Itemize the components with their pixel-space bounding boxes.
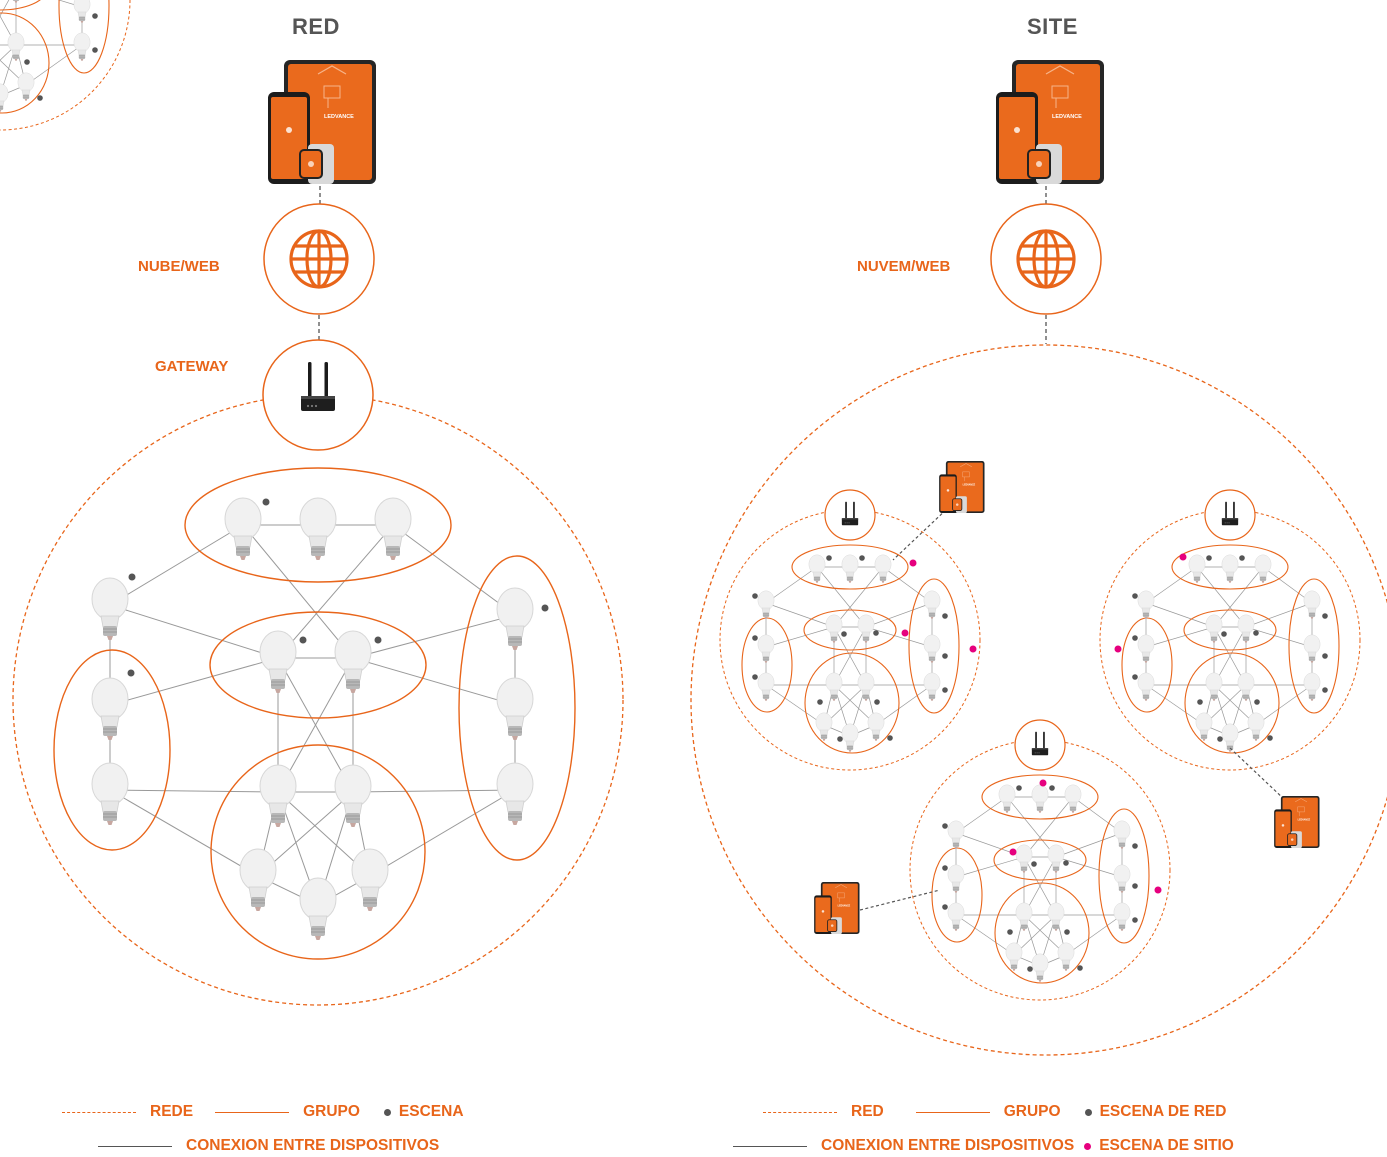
light-bulb-icon	[334, 630, 372, 694]
group-middle	[209, 611, 427, 719]
light-bulb-icon	[224, 497, 262, 561]
site-scene-dot	[1114, 645, 1122, 653]
left-diagram	[12, 59, 624, 1006]
legend-scene: ESCENA	[398, 1103, 464, 1120]
legend-connection: CONEXION ENTRE DISPOSITIVOS	[186, 1137, 440, 1154]
legend-network: REDE	[150, 1103, 194, 1120]
legend-row-2: CONEXION ENTRE DISPOSITIVOS ESCENA DE SI…	[733, 1137, 1234, 1155]
scene-dot	[128, 573, 136, 581]
scene-dot	[299, 636, 307, 644]
legend-site-scene: ESCENA DE SITIO	[1099, 1137, 1234, 1154]
legend-connection: CONEXION ENTRE DISPOSITIVOS	[821, 1137, 1075, 1154]
subnet	[0, 0, 131, 131]
subnet-top-left	[720, 490, 980, 770]
group-top	[184, 467, 452, 583]
scene-dots	[127, 498, 549, 677]
gateway-circle	[262, 339, 374, 451]
site-scene-dot	[909, 559, 917, 567]
scene-dot-swatch	[383, 1108, 391, 1116]
devices-tablet-phone-watch-icon	[1273, 795, 1320, 849]
scene-dot	[541, 604, 549, 612]
legend-row-2: CONEXION ENTRE DISPOSITIVOS	[98, 1137, 439, 1155]
left-title: RED	[292, 14, 340, 39]
site-scene-dot-swatch	[1084, 1142, 1092, 1150]
light-bulb-icon	[239, 848, 277, 912]
legend-network: RED	[851, 1103, 884, 1120]
site-scene-dot	[901, 629, 909, 637]
globe-icon	[289, 229, 349, 289]
legend-group: GRUPO	[303, 1103, 360, 1120]
legend-row-1: RED GRUPO ESCENA DE RED	[763, 1103, 1226, 1121]
scene-dot-swatch	[1084, 1108, 1092, 1116]
light-bulb-icon	[374, 497, 412, 561]
site-scene-dot	[1009, 848, 1017, 856]
cloud-label: NUBE/WEB	[138, 258, 220, 275]
devices-tablet-phone-watch-icon	[938, 460, 985, 514]
light-bulb-icon	[351, 848, 389, 912]
light-bulb-icon	[299, 877, 337, 941]
devices-tablet-phone-watch-icon	[267, 59, 377, 185]
site-scene-dot	[1039, 779, 1047, 787]
groups	[53, 467, 576, 960]
network-line-swatch	[62, 1111, 136, 1113]
light-bulb-icon	[496, 762, 534, 826]
site-scene-dot	[1154, 886, 1162, 894]
right-title: SITE	[1027, 14, 1078, 39]
scene-dot	[127, 669, 135, 677]
light-bulb-icon	[91, 762, 129, 826]
group-line-swatch	[915, 1111, 990, 1113]
site-boundary	[690, 344, 1387, 1056]
site-scene-dot	[1179, 553, 1187, 561]
group-line-swatch	[215, 1111, 290, 1113]
light-bulb-icon	[334, 764, 372, 828]
group-left	[53, 649, 171, 851]
light-bulb-icon	[91, 677, 129, 741]
legend-scene: ESCENA DE RED	[1099, 1103, 1227, 1120]
subnet-bottom	[910, 720, 1170, 1000]
connection-line-swatch	[98, 1145, 172, 1147]
group-bottom	[210, 744, 426, 960]
light-bulb-icon	[91, 577, 129, 641]
globe-icon	[1016, 229, 1076, 289]
subnet-top-right	[1100, 490, 1360, 770]
right-diagram	[0, 0, 1387, 1056]
light-bulb-icon	[496, 677, 534, 741]
connection-line-swatch	[733, 1145, 807, 1147]
light-bulb-icon	[259, 630, 297, 694]
group-right	[458, 555, 576, 861]
device-links	[859, 505, 1286, 911]
site-scene-dots	[901, 553, 1187, 894]
light-bulb-icon	[259, 764, 297, 828]
gateway-label: GATEWAY	[155, 358, 229, 375]
light-bulb-icon	[299, 497, 337, 561]
scene-dot	[374, 636, 382, 644]
devices-tablet-phone-watch-icon	[995, 59, 1105, 185]
site-scene-dot	[969, 645, 977, 653]
devices-tablet-phone-watch-icon	[813, 881, 860, 935]
legend-group: GRUPO	[1003, 1103, 1061, 1120]
light-bulb-icon	[496, 587, 534, 651]
legend-row-1: REDE GRUPO ESCENA	[62, 1103, 464, 1121]
scene-dot	[262, 498, 270, 506]
cloud-label: NUVEM/WEB	[857, 258, 951, 275]
network-line-swatch	[763, 1111, 837, 1113]
